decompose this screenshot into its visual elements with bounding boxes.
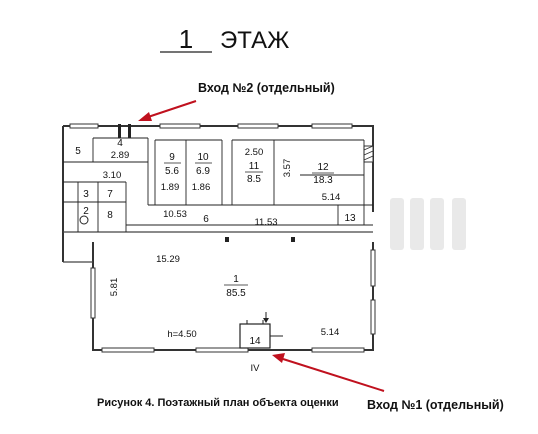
room-5-number: 5 [75, 146, 81, 157]
room-12-number: 12 [317, 162, 329, 173]
dim-5-81: 5.81 [109, 278, 120, 297]
floor-word: ЭТАЖ [220, 27, 289, 54]
dimension-labels: 2.89 3.10 1.89 1.86 2.50 3.57 5.14 10.53… [103, 147, 341, 374]
room-8-number: 8 [107, 210, 113, 221]
room-10-area: 6.9 [196, 166, 210, 177]
dim-1-86: 1.86 [192, 182, 211, 193]
room-1-number: 1 [233, 274, 239, 285]
floor-number: 1 [179, 24, 193, 54]
dim-2-89: 2.89 [111, 150, 130, 161]
building-outline [62, 123, 376, 353]
room-13-number: 13 [344, 213, 356, 224]
room-1-area: 85.5 [226, 288, 246, 299]
dim-15-29: 15.29 [156, 254, 180, 265]
entrance-2-label: Вход №2 (отдельный) [198, 81, 335, 95]
axis-label-iv: IV [251, 363, 261, 374]
figure-caption: Рисунок 4. Поэтажный план объекта оценки [97, 397, 339, 409]
room-7-number: 7 [107, 189, 113, 200]
room-10-number: 10 [197, 152, 209, 163]
entrance-1-label: Вход №1 (отдельный) [367, 398, 504, 412]
room-2-number: 2 [83, 206, 89, 217]
ceiling-height: h=4.50 [167, 329, 196, 340]
dim-1-89: 1.89 [161, 182, 180, 193]
entrance-2-arrow [138, 100, 197, 121]
room-4-number: 4 [117, 138, 123, 149]
dim-5-14-bottom: 5.14 [321, 327, 340, 338]
room-3-number: 3 [83, 189, 89, 200]
dim-5-14-top: 5.14 [322, 192, 341, 203]
entrance-1-arrow [272, 353, 385, 392]
room-11-number: 11 [249, 161, 260, 172]
dim-2-50: 2.50 [245, 147, 264, 158]
interior-walls [63, 124, 373, 349]
room-9-number: 9 [169, 152, 175, 163]
room-11-area: 8.5 [247, 174, 261, 185]
room-9-area: 5.6 [165, 166, 179, 177]
watermark [390, 198, 466, 250]
room-12-area: 18.3 [313, 175, 333, 186]
dim-10-53: 10.53 [163, 209, 187, 220]
dim-3-10: 3.10 [103, 170, 122, 181]
dim-3-57: 3.57 [282, 159, 293, 178]
dim-11-53: 11.53 [254, 217, 277, 228]
room-6-number: 6 [203, 214, 209, 225]
room-14-number: 14 [249, 336, 261, 347]
room-labels: 5 4 3 2 7 8 9 5.6 10 6.9 11 8.5 12 18.3 … [75, 138, 356, 347]
